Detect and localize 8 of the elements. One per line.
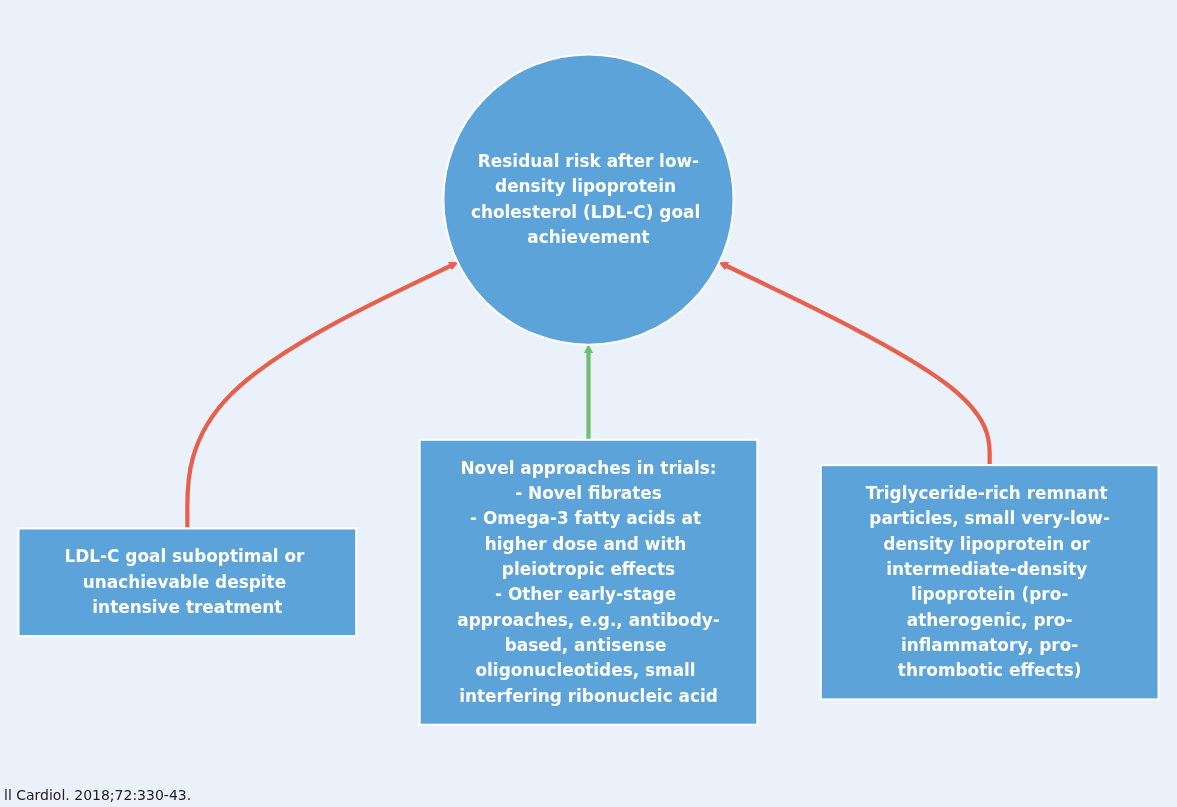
node-box: Novel approaches in trials: - Novel fibrates - Omega-3 fatty acids at higher dose and with pleiotropic effects - Other early-stage approaches, e.g., antibody-based, antisense oligonucleotides, small interfering ribonucleic acid [418, 439, 759, 727]
arrow [185, 262, 459, 529]
citation-text: ll Cardiol. 2018;72:330-43. [4, 787, 192, 803]
node-circle: Residual risk after low-density lipoprotein cholesterol (LDL-C) goal achievement [442, 53, 735, 347]
node-box: LDL-C goal suboptimal or unachievable despite intensive treatment [17, 527, 358, 638]
arrow [583, 344, 594, 441]
arrow [718, 262, 992, 466]
node-box: Triglyceride-rich remnant particles, small very-low-density lipoprotein or intermediate-density lipoprotein (pro-atherogenic, pro-inflammatory, pro-thrombotic effects) [819, 464, 1160, 701]
